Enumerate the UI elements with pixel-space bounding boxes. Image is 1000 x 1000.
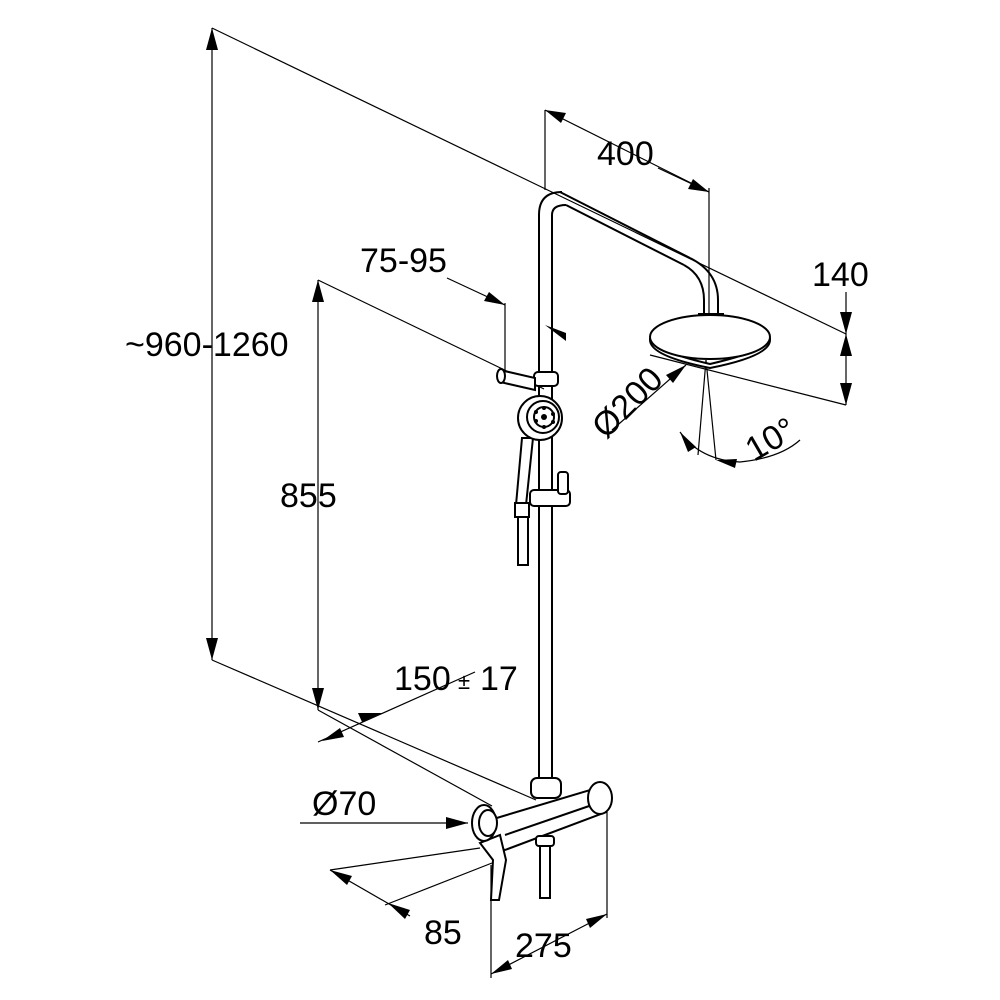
escutcheon-diameter-label: Ø70 bbox=[312, 785, 376, 823]
hand-shower bbox=[514, 395, 563, 506]
head-diameter-label: Ø200 bbox=[585, 360, 671, 446]
slide-holder bbox=[514, 471, 571, 566]
svg-text:±: ± bbox=[458, 669, 470, 694]
overhead-shower-head bbox=[649, 313, 771, 370]
arm-projection-dim-line bbox=[544, 109, 710, 193]
dimension-lines bbox=[206, 28, 852, 975]
mixer-width-label: 275 bbox=[515, 927, 572, 965]
holder-offset-label: 75-95 bbox=[360, 242, 447, 280]
svg-text:17: 17 bbox=[480, 660, 518, 698]
tilt-angle-label: 10° bbox=[739, 410, 803, 469]
inlet-centres-label: 150 ± 17 bbox=[394, 660, 518, 698]
mixer-width-dim-line bbox=[490, 913, 608, 975]
hand-shower-holder bbox=[496, 368, 559, 392]
overall-height-label: ~960-1260 bbox=[125, 326, 289, 364]
holder-height-label: 855 bbox=[280, 477, 337, 515]
arm-projection-label: 400 bbox=[597, 135, 654, 173]
inlet-centres-dim-line bbox=[317, 671, 476, 743]
svg-text:150: 150 bbox=[394, 660, 451, 698]
mixer-valve bbox=[471, 777, 613, 901]
head-height-label: 140 bbox=[812, 256, 869, 294]
wall-projection-label: 85 bbox=[424, 914, 462, 952]
